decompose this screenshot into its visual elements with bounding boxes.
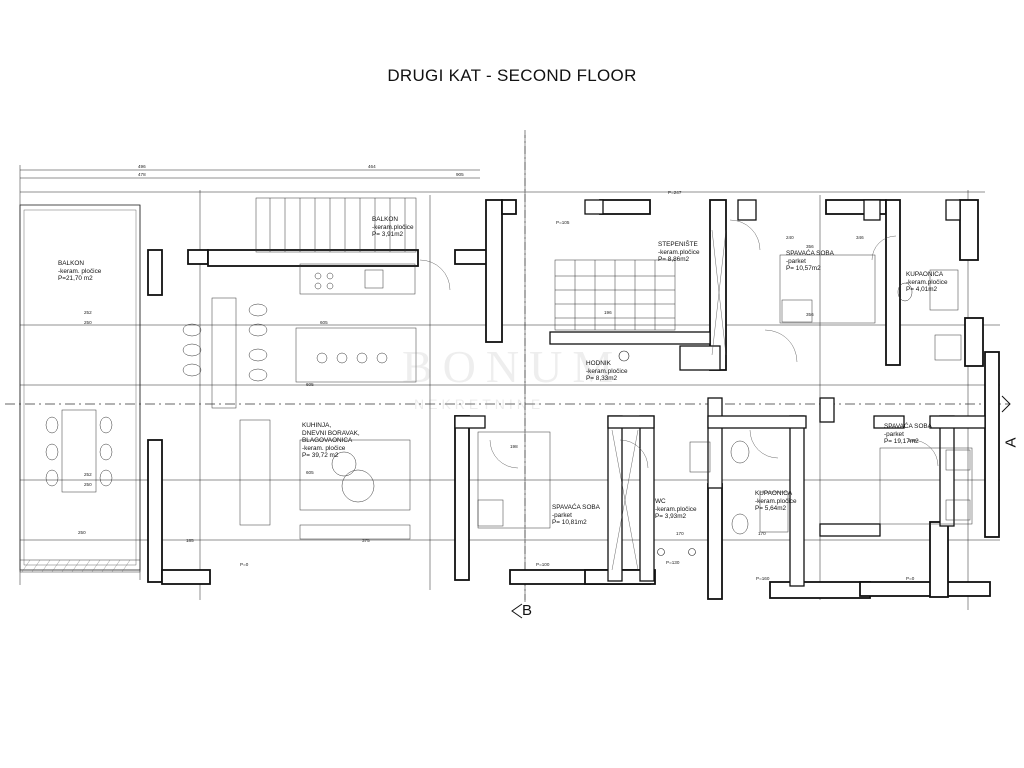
dim-label: 250 [84, 320, 92, 325]
dim-label: 496 [138, 164, 146, 169]
dim-label: 605 [320, 320, 328, 325]
balcony-west-outline [19, 204, 141, 571]
dim-label: 250 [84, 482, 92, 487]
page-title: DRUGI KAT - SECOND FLOOR [387, 66, 637, 85]
dim-label: 198 [510, 444, 518, 449]
balcony-west-inner [23, 209, 137, 566]
stairs-north [255, 197, 417, 253]
section-b-arrow [511, 603, 523, 619]
section-label-b: B [522, 602, 533, 619]
dim-label: 605 [306, 382, 314, 387]
living-sofa [239, 419, 411, 540]
watermark-subtitle: NEKRETNINE [414, 396, 545, 412]
balcony-table [45, 409, 113, 493]
section-label-a: A [1002, 437, 1020, 448]
balcony-edge-hatch [21, 559, 131, 573]
dim-label: 170 [758, 531, 766, 536]
dim-label: 170 [676, 531, 684, 536]
dim-label: 252 [84, 310, 92, 315]
dim-label: P=0 [906, 576, 915, 581]
dim-label: P=247 [668, 190, 682, 195]
section-arrows [511, 395, 1011, 619]
door-swings [419, 219, 939, 469]
dim-label: 375 [362, 538, 370, 543]
dim-label: P=105 [556, 220, 570, 225]
dim-label: P=100 [536, 562, 550, 567]
dim-label: 252 [84, 472, 92, 477]
dim-label: 240 [786, 235, 794, 240]
kitchen-furniture [182, 263, 417, 409]
dim-label: 478 [138, 172, 146, 177]
dim-label: 356 [806, 312, 814, 317]
dim-label: 905 [456, 172, 464, 177]
watermark-logo: BONUM [402, 341, 624, 392]
dim-label: 340 [908, 438, 916, 443]
dim-label: P=160 [756, 576, 770, 581]
dim-label: 605 [306, 470, 314, 475]
window-crosses [611, 229, 727, 571]
dim-label: 346 [856, 235, 864, 240]
dim-label: 356 [806, 244, 814, 249]
beds [477, 254, 973, 529]
section-a-arrow [1001, 395, 1011, 413]
dim-label: 196 [604, 310, 612, 315]
dim-label: 250 [78, 530, 86, 535]
stairs-central [554, 259, 676, 331]
level-markers [618, 350, 696, 556]
dim-label: 185 [186, 538, 194, 543]
interior-walls [454, 199, 986, 587]
dim-label: 464 [368, 164, 376, 169]
bathroom-fixtures [689, 269, 962, 535]
dim-label: P=0 [240, 562, 249, 567]
room-label-kuhinja: KUHINJA,DNEVNI BORAVAK,BLAGOVAONICA-kera… [302, 422, 360, 460]
dim-label: P=130 [666, 560, 680, 565]
